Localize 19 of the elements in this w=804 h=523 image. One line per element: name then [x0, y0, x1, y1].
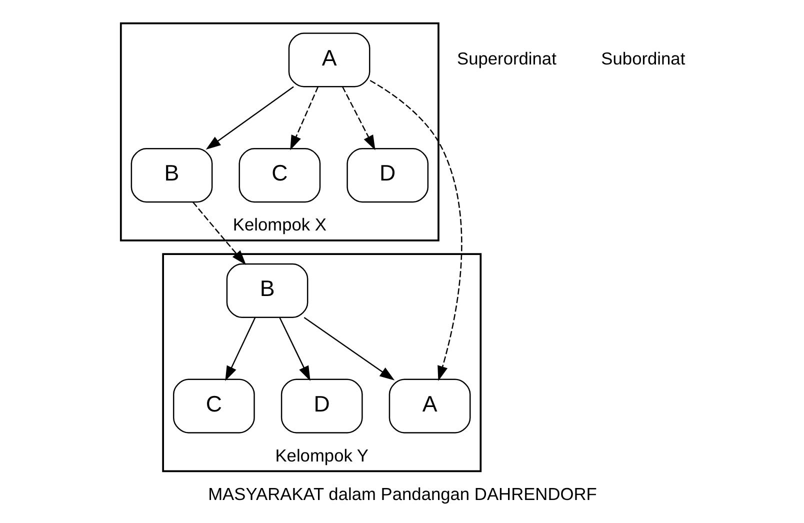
- node-box: B: [226, 263, 308, 318]
- arrow: [205, 86, 294, 150]
- label: Superordinat: [456, 48, 556, 68]
- node-box: C: [172, 378, 254, 434]
- arrow: [303, 317, 394, 380]
- arrow: [278, 317, 310, 381]
- arrow: [224, 317, 256, 381]
- node-box: C: [238, 148, 320, 203]
- label: Subordinat: [600, 48, 685, 68]
- arrow: [192, 202, 246, 265]
- caption: MASYARAKAT dalam Pandangan DAHRENDORF: [208, 484, 596, 504]
- node-box: A: [388, 378, 470, 434]
- arrow: [341, 86, 375, 150]
- arrow: [369, 80, 462, 381]
- node-box: A: [288, 32, 370, 88]
- node-box: D: [346, 148, 428, 203]
- node-box: D: [280, 378, 362, 434]
- node-box: B: [130, 148, 212, 203]
- arrow: [290, 86, 318, 150]
